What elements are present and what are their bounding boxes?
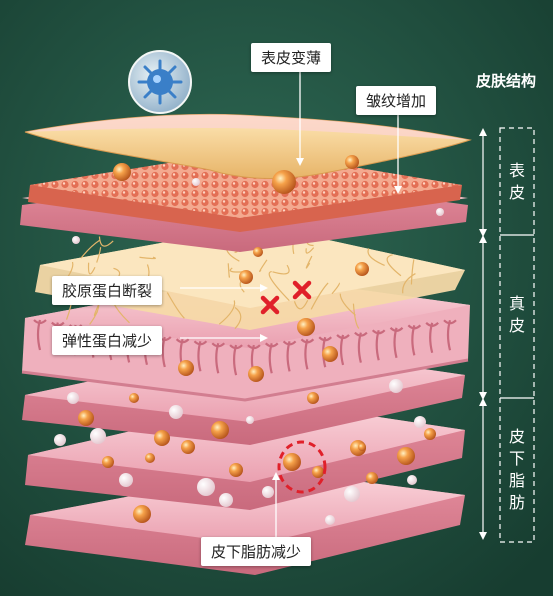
label-collagen-broken: 胶原蛋白断裂 [52, 276, 163, 305]
legend-bracket [479, 127, 535, 543]
legend-dermis: 真 皮 [508, 294, 525, 335]
red-x-icon [260, 280, 312, 315]
epidermis-stack [20, 113, 472, 252]
label-elastin-decrease: 弹性蛋白减少 [52, 326, 163, 355]
legend-epidermis: 表 皮 [508, 161, 525, 202]
fat-globules-and-particles [54, 155, 444, 525]
virus-icon [128, 50, 192, 114]
legend-subcutaneous-fat: 皮 下 脂 肪 [508, 427, 525, 512]
label-wrinkles-increase: 皱纹增加 [356, 86, 437, 115]
dashed-circle-icon [277, 440, 327, 494]
label-epidermis-thinning: 表皮变薄 [251, 43, 332, 72]
label-subcutaneous-fat-decrease: 皮下脂肪减少 [201, 537, 312, 566]
callout-leader-lines [180, 70, 402, 537]
legend-title: 皮肤结构 [476, 72, 537, 90]
